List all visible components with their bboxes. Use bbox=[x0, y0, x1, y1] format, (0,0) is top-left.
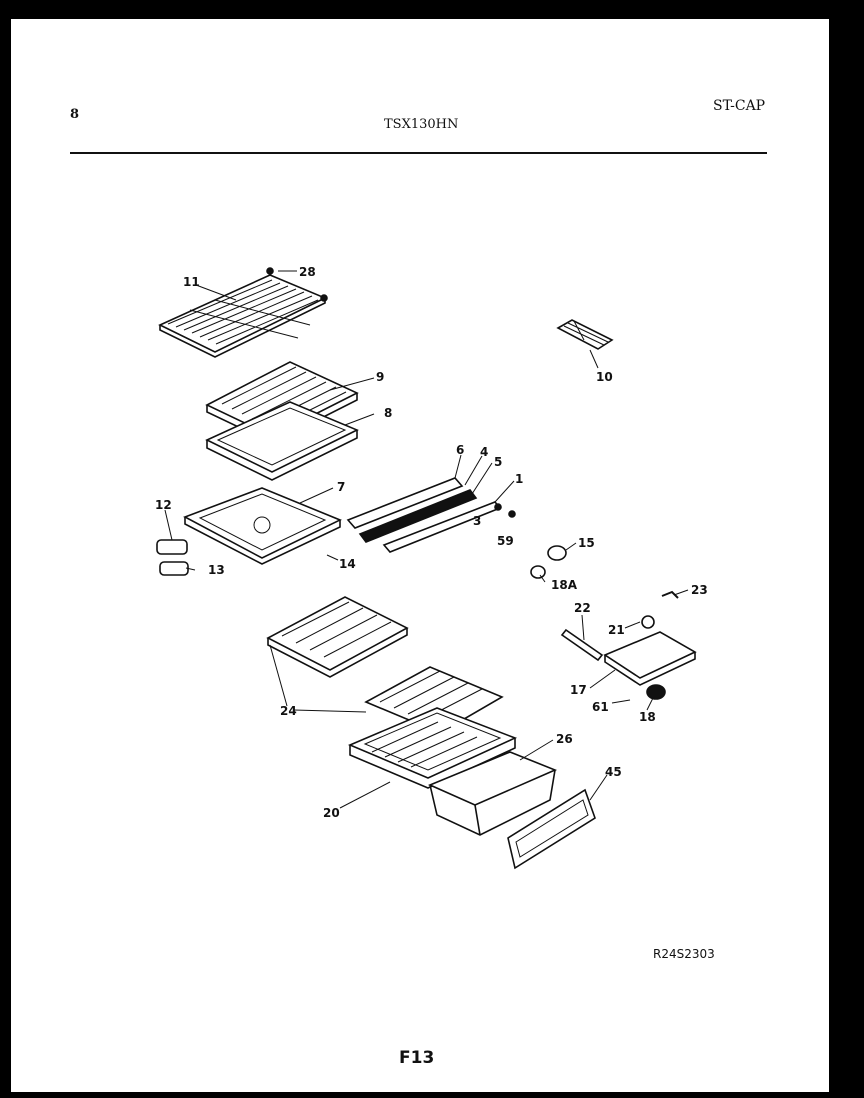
small-grille-part bbox=[556, 319, 614, 350]
callout-45: 45 bbox=[605, 765, 622, 779]
control-housing-part bbox=[603, 590, 697, 700]
callout-15: 15 bbox=[578, 536, 595, 550]
header-rule bbox=[70, 152, 767, 154]
callout-10: 10 bbox=[596, 370, 613, 384]
callout-61: 61 bbox=[592, 700, 609, 714]
callout-3: 3 bbox=[473, 514, 482, 528]
callout-26: 26 bbox=[556, 732, 573, 746]
callout-6: 6 bbox=[456, 443, 465, 457]
callout-1: 1 bbox=[515, 472, 524, 486]
callout-28: 28 bbox=[299, 265, 316, 279]
callout-20: 20 bbox=[323, 806, 340, 820]
callout-23: 23 bbox=[691, 583, 708, 597]
diagram-code: R24S2303 bbox=[653, 947, 715, 961]
drawing-sheet bbox=[11, 19, 829, 1092]
callout-22: 22 bbox=[574, 601, 591, 615]
callout-11: 11 bbox=[183, 275, 200, 289]
callout-4: 4 bbox=[480, 445, 489, 459]
hinge-parts bbox=[156, 539, 189, 576]
section-code: ST-CAP bbox=[713, 98, 766, 114]
drawer-front-part bbox=[507, 788, 596, 870]
figure-id: F13 bbox=[399, 1048, 435, 1068]
callout-24: 24 bbox=[280, 704, 297, 718]
callout-18a: 18A bbox=[551, 578, 577, 592]
lower-glass-shelf-part bbox=[266, 596, 504, 734]
callout-12: 12 bbox=[155, 498, 172, 512]
crisper-pan-part bbox=[427, 751, 558, 836]
callout-59: 59 bbox=[497, 534, 514, 548]
rail-parts bbox=[346, 477, 502, 553]
callout-13: 13 bbox=[208, 563, 225, 577]
shelf-frame-part bbox=[205, 401, 359, 481]
crisper-cover-part bbox=[183, 487, 342, 565]
callout-17: 17 bbox=[570, 683, 587, 697]
crisper-frame-part bbox=[347, 707, 518, 789]
model-number: TSX130HN bbox=[384, 117, 459, 132]
callout-14: 14 bbox=[339, 557, 356, 571]
page-number: 8 bbox=[70, 107, 80, 122]
callout-18: 18 bbox=[639, 710, 656, 724]
callout-7: 7 bbox=[337, 480, 346, 494]
callout-8: 8 bbox=[384, 406, 393, 420]
callout-9: 9 bbox=[376, 370, 385, 384]
callout-5: 5 bbox=[494, 455, 503, 469]
small-hardware-parts bbox=[266, 267, 604, 662]
callout-leader-lines bbox=[164, 270, 689, 809]
callout-21: 21 bbox=[608, 623, 625, 637]
